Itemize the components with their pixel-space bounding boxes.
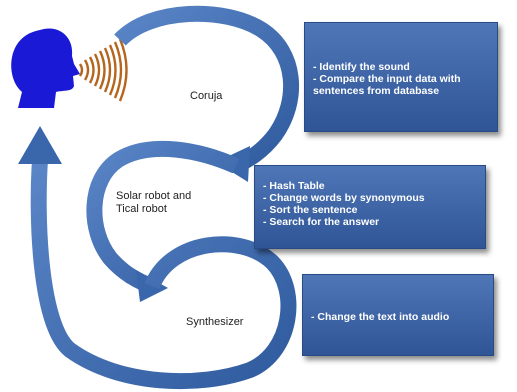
- stage-label-solar-line: Solar robot and: [116, 190, 192, 202]
- solar-info-box: - Hash Table - Change words by synonymou…: [254, 165, 486, 249]
- coruja-info-box: - Identify the sound - Compare the input…: [304, 22, 498, 132]
- box-line: - Compare the input data with: [313, 73, 461, 85]
- synth-info-box: - Change the text into audio: [302, 274, 494, 356]
- box-line: - Search for the answer: [263, 216, 380, 228]
- box-line: - Sort the sentence: [263, 204, 358, 216]
- solar-loop-arrow: [86, 140, 240, 302]
- stage-label-solar: Solar robot and Tical robot: [116, 190, 191, 216]
- synth-loop-arrow: [18, 126, 297, 390]
- stage-label-coruja: Coruja: [190, 90, 223, 102]
- box-line: - Change words by synonymous: [263, 192, 425, 204]
- stage-label-synthesizer: Synthesizer: [186, 316, 244, 328]
- stage-label-solar-line: Tical robot: [116, 203, 167, 215]
- box-line: - Change the text into audio: [311, 311, 450, 323]
- sound-wave-icon: [78, 38, 128, 102]
- speaking-head-icon: [11, 28, 81, 108]
- box-line: - Identify the sound: [313, 61, 410, 73]
- box-line: - Hash Table: [263, 180, 325, 192]
- box-line: sentences from database: [313, 85, 440, 97]
